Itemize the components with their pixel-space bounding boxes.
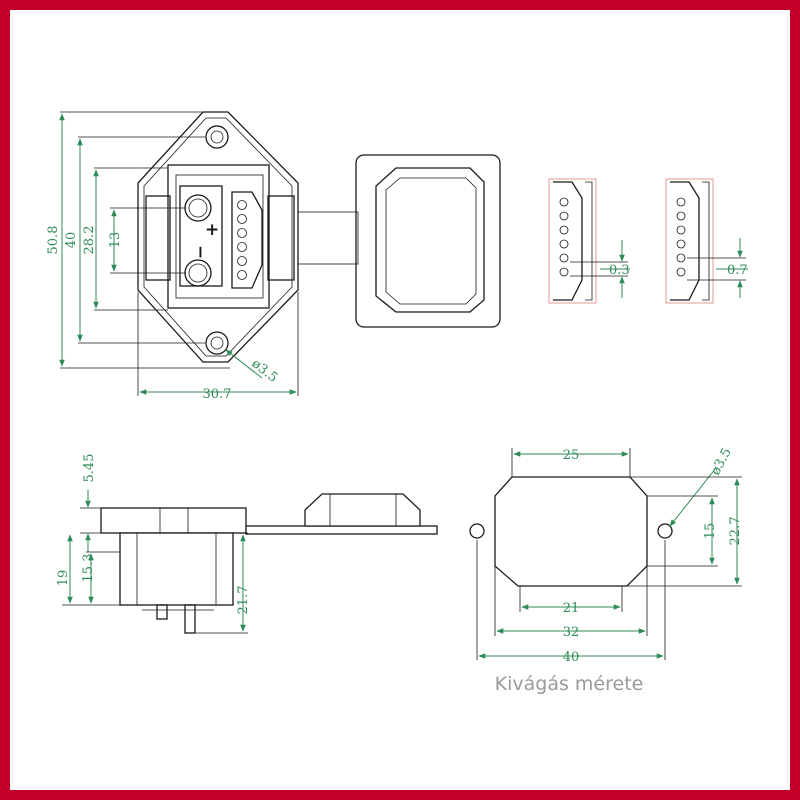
height-outer-dim: 50.8 [46,226,61,255]
signal-pin [676,211,686,221]
positive-pin-inner [188,198,208,218]
signal-pin-block [231,191,263,289]
cutout-outline [494,476,648,587]
minus-label: − [190,245,210,259]
cutout-dimensions: 25 ø3.5 21 32 40 15 22.7 [476,446,743,665]
signal-pin [559,211,569,221]
hole-diameter-dim: ø3.5 [249,356,281,385]
height-inner-dim: 28.2 [82,226,97,255]
front-dimensions: 50.8 40 28.2 13 ø3.5 30.7 [46,111,299,402]
signal-pin [676,267,686,277]
cover-frame [375,167,485,313]
flange-height-dim: 5.45 [82,454,97,483]
pin-detail-2-pins [676,197,686,277]
signal-pin [559,253,569,263]
total-depth-dim: 21.7 [236,586,251,615]
signal-pin [559,197,569,207]
pin-detail-2-border [665,178,714,304]
right-latch [267,195,295,281]
side-body [119,532,234,606]
cutout-caption: Kivágás mérete [495,673,644,695]
signal-pin [237,242,247,252]
side-pin-2 [184,604,196,634]
signal-pin [559,225,569,235]
signal-pin [676,239,686,249]
side-pin-1 [156,604,168,620]
signal-pin [237,256,247,266]
side-cover-top [304,493,421,527]
signal-pin [237,200,247,210]
cutout-outer-height-dim: 22.7 [728,517,743,546]
signal-pin [559,267,569,277]
pin-detail-1-border [548,178,597,304]
height-mid-dim: 40 [64,232,79,249]
bottom-mount-hole [205,331,229,355]
signal-pin [676,197,686,207]
housing-inner [175,174,264,299]
signal-pins [237,200,247,280]
signal-pin [676,225,686,235]
top-mount-hole [205,125,229,149]
side-dimensions: 5.45 19 15.3 21.7 [56,454,251,634]
top-mount-hole-inner [210,130,224,144]
negative-pin-inner [188,263,208,283]
cutout-body-width-dim: 32 [563,625,580,640]
cover-view [355,154,501,328]
plus-label: + [205,220,219,240]
pin-detail-1: 0.3 [548,178,630,304]
width-dim: 30.7 [203,387,232,402]
signal-pin [237,270,247,280]
pin-spacing-dim: 13 [108,232,123,249]
cover-inner [385,177,477,305]
cutout-bottom-width-dim: 21 [563,601,580,616]
signal-pin [559,239,569,249]
cutout-inner-height-dim: 15 [703,523,718,540]
inner-height-dim: 15.3 [81,554,96,583]
pin-gap-2-dim: 0.7 [727,263,748,278]
drawing-frame [10,10,790,790]
side-flange [100,507,247,534]
body-height-dim: 19 [56,570,71,587]
signal-pin [237,214,247,224]
cover-outer [355,154,501,328]
pin-gap-1-dim: 0.3 [609,263,630,278]
cutout-view: 25 ø3.5 21 32 40 15 22.7 Kivágás mér [469,446,743,695]
cutout-top-width-dim: 25 [563,448,580,463]
cutout-right-hole [657,523,673,539]
cutout-left-hole [469,523,485,539]
cutout-hole-spacing-dim: 40 [563,650,580,665]
pin-detail-2: 0.7 [665,178,748,304]
side-cover-base [245,525,438,535]
bottom-mount-hole-inner [210,336,224,350]
front-flange-outline [137,111,299,363]
side-view: 5.45 19 15.3 21.7 [56,454,438,634]
cutout-hole-diameter-dim: ø3.5 [708,446,735,478]
housing-outer [167,164,270,309]
signal-pin [676,253,686,263]
pin-detail-1-pins [559,197,569,277]
front-view: + − 50.8 40 28.2 13 ø3.5 [46,111,359,402]
left-latch [145,195,171,281]
connector-bridge [297,211,359,265]
signal-pin [237,228,247,238]
